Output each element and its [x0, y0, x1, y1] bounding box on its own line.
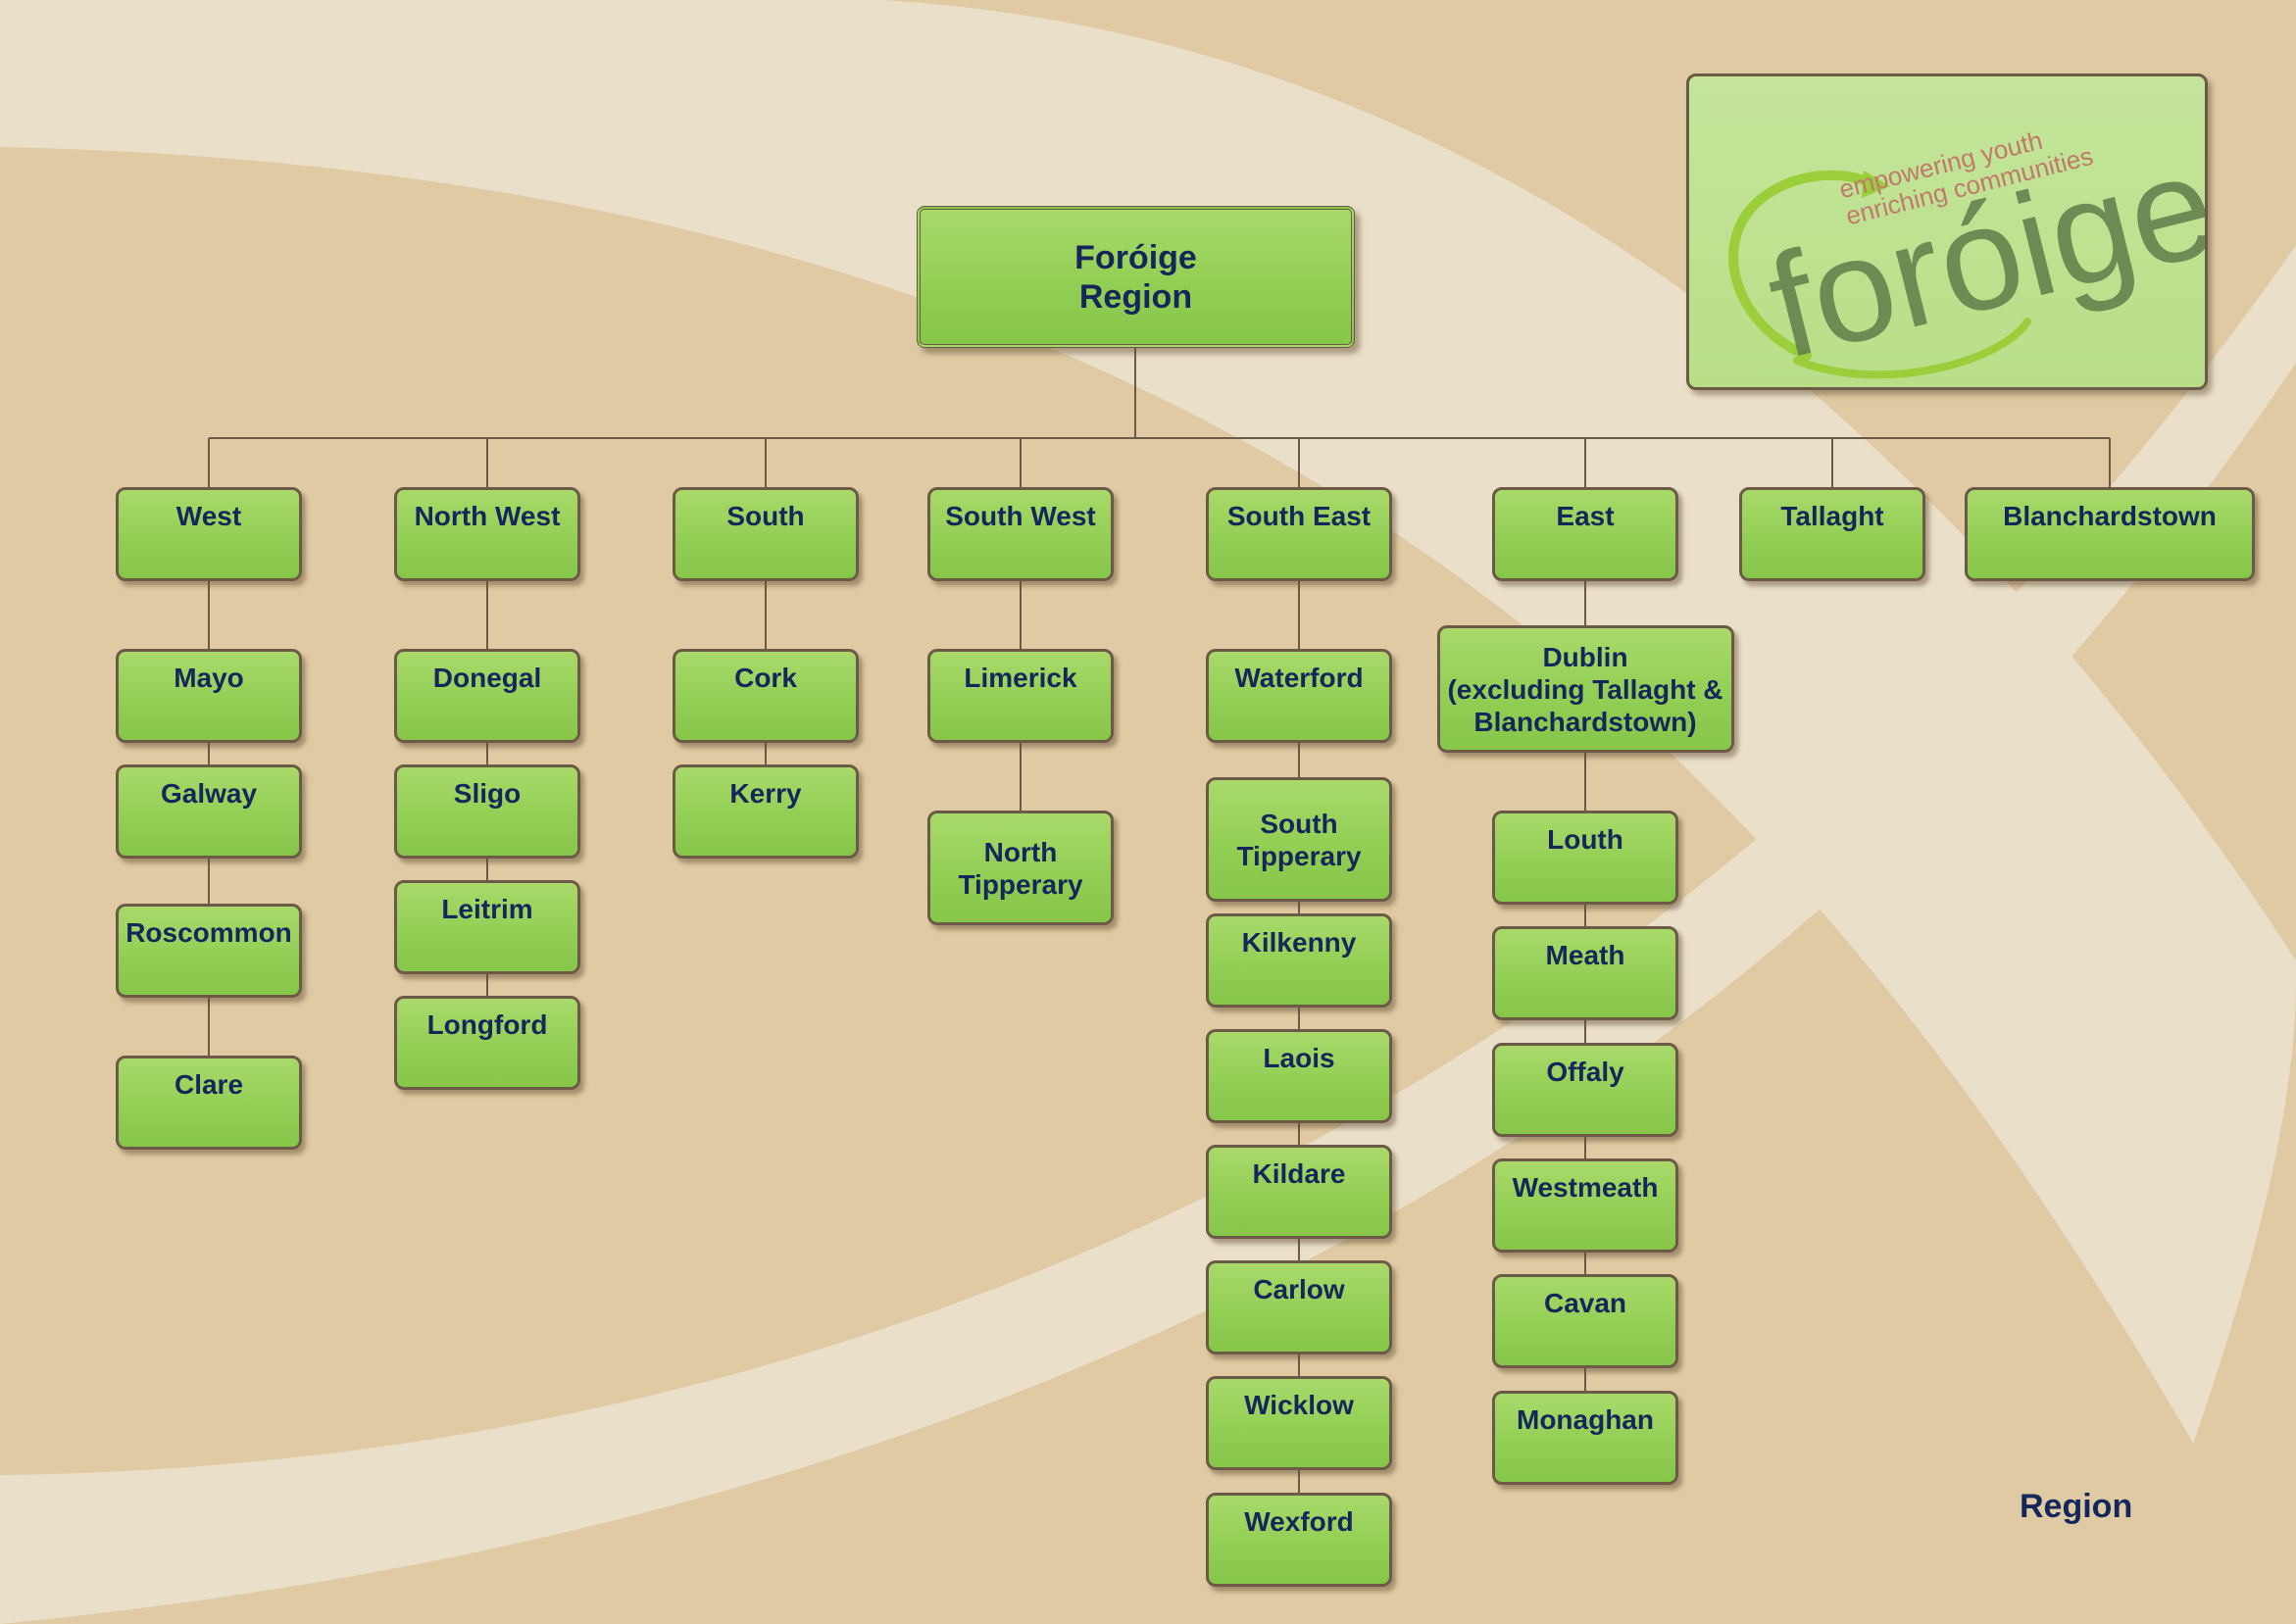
county-kilkenny: Kilkenny — [1206, 913, 1392, 1008]
county-galway: Galway — [116, 764, 302, 859]
county-sligo: Sligo — [394, 764, 580, 859]
county-meath: Meath — [1492, 926, 1678, 1020]
county-wicklow: Wicklow — [1206, 1376, 1392, 1470]
foroige-logo: empowering youth enriching communities f… — [1686, 74, 2208, 390]
region-label: Region — [2020, 1488, 2133, 1525]
region-south: South — [673, 487, 859, 581]
region-blanchardstown: Blanchardstown — [1965, 487, 2255, 581]
county-louth: Louth — [1492, 811, 1678, 905]
region-west: West — [116, 487, 302, 581]
region-south-east: South East — [1206, 487, 1392, 581]
county-cork: Cork — [673, 649, 859, 743]
county-wexford: Wexford — [1206, 1493, 1392, 1587]
county-north: North Tipperary — [927, 811, 1114, 925]
root-node: Foróige Region — [917, 206, 1355, 348]
county-south: South Tipperary — [1206, 777, 1392, 902]
county-waterford: Waterford — [1206, 649, 1392, 743]
county-carlow: Carlow — [1206, 1260, 1392, 1354]
county-roscommon: Roscommon — [116, 904, 302, 998]
county-westmeath: Westmeath — [1492, 1158, 1678, 1253]
county-monaghan: Monaghan — [1492, 1391, 1678, 1485]
region-south-west: South West — [927, 487, 1114, 581]
county-leitrim: Leitrim — [394, 880, 580, 974]
county-offaly: Offaly — [1492, 1043, 1678, 1137]
region-east: East — [1492, 487, 1678, 581]
county-kildare: Kildare — [1206, 1145, 1392, 1239]
county-longford: Longford — [394, 996, 580, 1090]
county-limerick: Limerick — [927, 649, 1114, 743]
region-north-west: North West — [394, 487, 580, 581]
county-kerry: Kerry — [673, 764, 859, 859]
county-dublin: Dublin (excluding Tallaght & Blanchardst… — [1436, 625, 1734, 753]
county-cavan: Cavan — [1492, 1274, 1678, 1368]
county-clare: Clare — [116, 1056, 302, 1150]
county-mayo: Mayo — [116, 649, 302, 743]
county-laois: Laois — [1206, 1029, 1392, 1123]
county-donegal: Donegal — [394, 649, 580, 743]
region-tallaght: Tallaght — [1739, 487, 1925, 581]
